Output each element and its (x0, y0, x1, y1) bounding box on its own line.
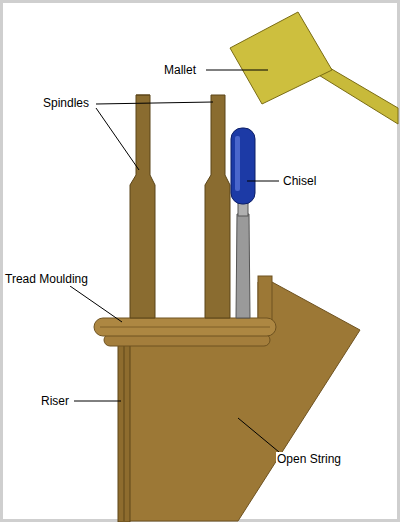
part-label: Mallet (163, 63, 197, 77)
tread-moulding (94, 318, 276, 336)
leader-line (206, 70, 268, 71)
riser-line (124, 340, 125, 521)
leader-line (70, 286, 122, 322)
moulding-line (100, 327, 270, 328)
spindle (205, 95, 230, 318)
spindle (130, 95, 155, 318)
leader-line (238, 418, 279, 452)
spindle-cut (136, 95, 150, 96)
mallet-head (230, 12, 332, 104)
leader-line (96, 108, 139, 170)
part-label: Tread Moulding (4, 272, 89, 286)
chisel-handle (231, 128, 255, 204)
part-label: Riser (40, 394, 70, 408)
chisel-highlight (235, 136, 240, 191)
leader-line (247, 181, 279, 182)
chisel-blade (236, 214, 250, 318)
string-post (258, 276, 272, 324)
leader-line (96, 102, 213, 104)
leader-line (74, 401, 121, 402)
part-label: Spindles (42, 96, 90, 110)
part-label: Chisel (282, 174, 317, 188)
riser (118, 338, 130, 522)
part-label: Open String (276, 452, 342, 466)
